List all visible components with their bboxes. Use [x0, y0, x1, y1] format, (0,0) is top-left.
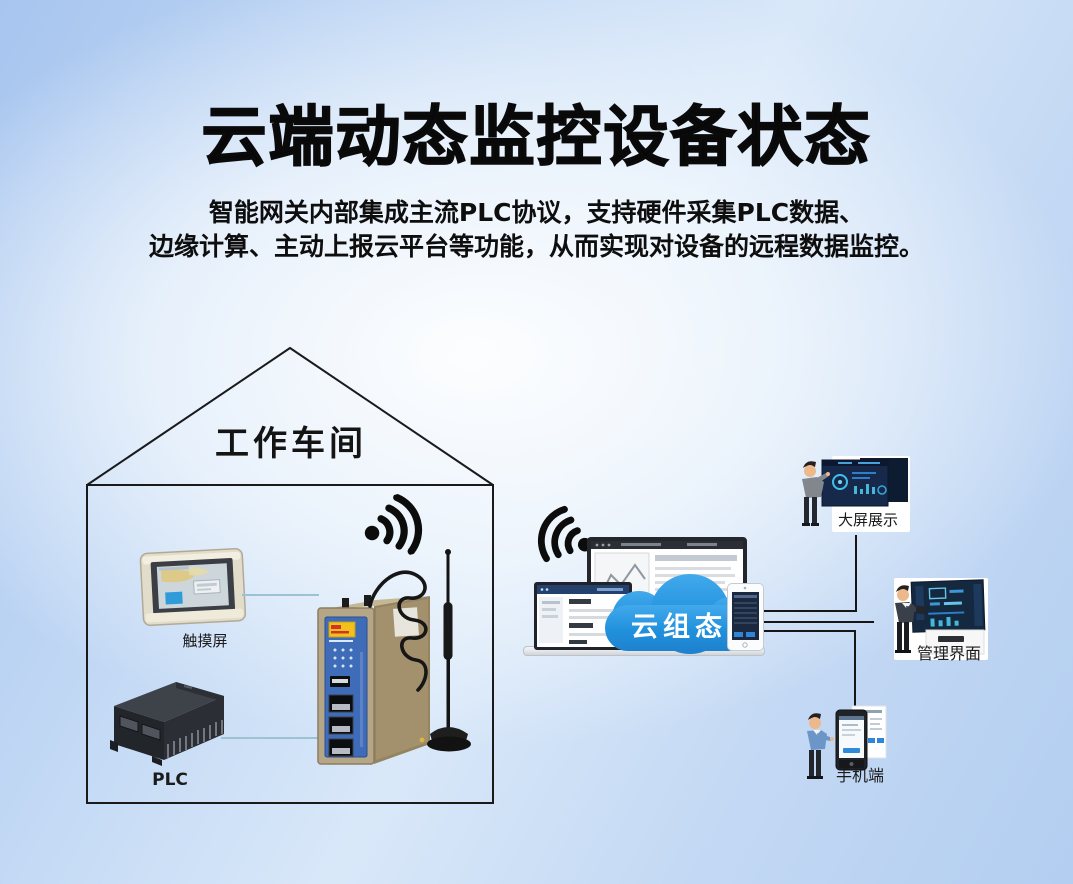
touchscreen-device-icon: [139, 548, 247, 627]
line-cloud-to-bigscreen-horizontal: [762, 610, 857, 612]
antenna-cable-icon: [368, 570, 428, 692]
line-cloud-to-mobile-vertical: [854, 630, 856, 706]
workshop-label: 工作车间: [215, 424, 367, 464]
page-subtitle: 智能网关内部集成主流PLC协议，支持硬件采集PLC数据、 边缘计算、主动上报云平…: [0, 196, 1073, 264]
smartphone-icon: [727, 583, 764, 651]
gateway-wifi-signal-icon: [364, 493, 423, 555]
plc-label: PLC: [152, 770, 188, 790]
plc-device-icon: [110, 682, 224, 766]
cloud-base: [605, 605, 751, 651]
touchscreen-label: 触摸屏: [182, 632, 228, 650]
link-line-touchscreen-gateway: [242, 594, 319, 596]
admin-interface-label: 管理界面: [916, 644, 981, 663]
antenna-icon: [427, 549, 471, 752]
workshop-house-outline-icon: [86, 346, 494, 804]
line-cloud-to-mobile-horizontal: [762, 630, 856, 632]
big-screen-illustration-icon: [802, 456, 910, 532]
line-cloud-to-admin: [762, 621, 874, 623]
link-line-plc-gateway: [221, 737, 319, 739]
mobile-label: 手机端: [835, 766, 884, 785]
subtitle-line-2: 边缘计算、主动上报云平台等功能，从而实现对设备的远程数据监控。: [148, 232, 924, 261]
line-cloud-to-bigscreen-vertical: [855, 535, 857, 612]
gateway-device-icon: [317, 595, 430, 765]
cloud-platform-label: 云组态: [631, 612, 727, 643]
mobile-illustration-icon: [807, 705, 887, 779]
big-screen-label: 大屏展示: [837, 511, 898, 529]
admin-interface-illustration-icon: [894, 578, 988, 660]
page-title: 云端动态监控设备状态: [201, 99, 872, 176]
subtitle-line-1: 智能网关内部集成主流PLC协议，支持硬件采集PLC数据、: [208, 198, 865, 227]
